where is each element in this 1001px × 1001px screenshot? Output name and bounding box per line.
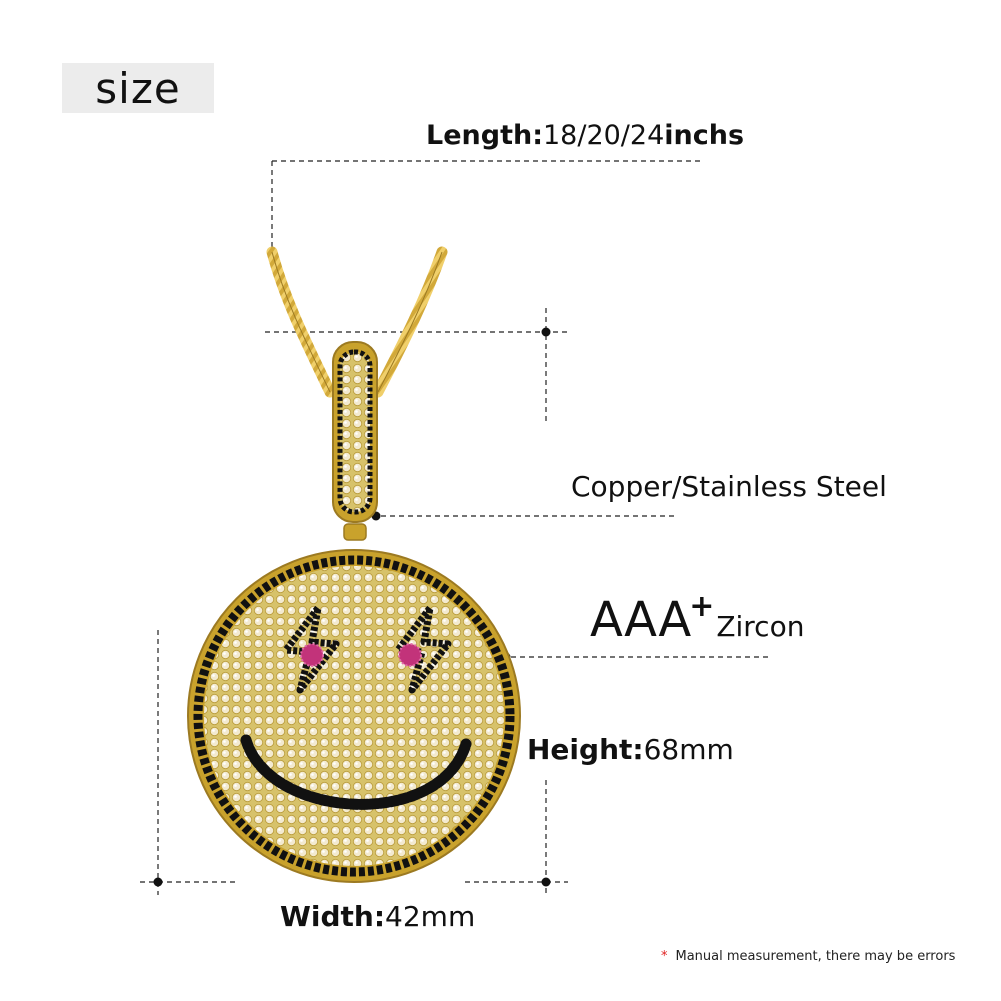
height-name: Height:	[527, 733, 644, 766]
length-unit: inchs	[664, 120, 745, 151]
measurement-note: * Manual measurement, there may be errors	[661, 949, 955, 964]
size-heading: size	[95, 63, 181, 113]
zircon-label: AAA+Zircon	[590, 589, 805, 648]
material-text: Copper/Stainless Steel	[571, 470, 887, 503]
material-label: Copper/Stainless Steel	[571, 470, 887, 503]
size-heading-tag: size	[62, 63, 214, 113]
zircon-plus: +	[689, 589, 715, 624]
zircon-name: Zircon	[716, 610, 805, 643]
width-label: Width:42mm	[280, 900, 475, 933]
height-label: Height:68mm	[527, 733, 734, 766]
rope-chain-image	[266, 246, 448, 398]
height-value: 68mm	[643, 733, 734, 766]
note-star: *	[661, 949, 668, 964]
length-value: 18/20/24	[543, 120, 665, 151]
note-text: Manual measurement, there may be errors	[675, 949, 956, 964]
length-name: Length:	[426, 120, 543, 151]
width-value: 42mm	[385, 900, 476, 933]
zircon-grade: AAA	[590, 592, 692, 648]
width-name: Width:	[280, 900, 386, 933]
length-label: Length:18/20/24inchs	[426, 120, 744, 151]
smiley-pendant-image	[187, 549, 521, 883]
bail-image	[332, 341, 378, 541]
